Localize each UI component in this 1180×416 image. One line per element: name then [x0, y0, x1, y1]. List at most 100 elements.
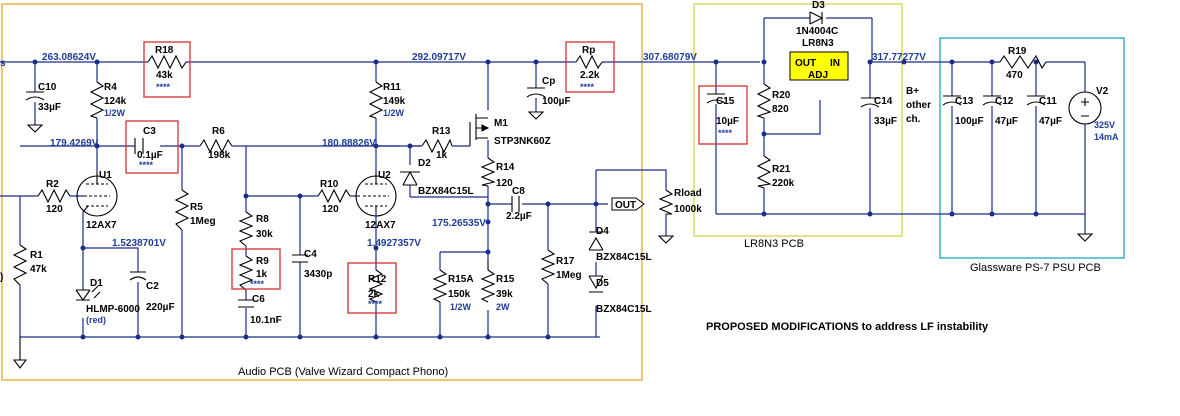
- value-c8: 2.2µF: [506, 211, 532, 222]
- label-r20: R20: [772, 90, 791, 101]
- audio-pcb-caption: Audio PCB (Valve Wizard Compact Phono): [238, 366, 448, 378]
- label-c3: C3: [143, 126, 156, 137]
- value-c11: 47µF: [1039, 116, 1062, 127]
- label-d5: D5: [596, 278, 609, 289]
- value-m1: STP3NK60Z: [494, 136, 551, 147]
- label-m1: M1: [494, 118, 508, 129]
- value-r6: 198k: [208, 150, 231, 161]
- value-u1: 12AX7: [86, 220, 117, 231]
- label-r21: R21: [772, 164, 791, 175]
- modification-highlights: [125, 41, 748, 314]
- value-c13: 100µF: [955, 116, 984, 127]
- label-c12: C12: [995, 96, 1014, 107]
- value-r13: 1k: [436, 150, 448, 161]
- lr8n3-pcb-caption: LR8N3 PCB: [744, 238, 804, 250]
- label-r9: R9: [256, 256, 269, 267]
- label-r18: R18: [155, 45, 174, 56]
- voltage-source-v2: [1068, 91, 1102, 125]
- label-rload: Rload: [674, 188, 702, 199]
- value-r14: 120: [496, 178, 513, 189]
- lr8n3-in-pin: IN: [830, 58, 840, 69]
- rating-r15: 2W: [496, 302, 510, 312]
- value-rp: 2.2k: [580, 70, 600, 81]
- net-label: 263.08624V: [42, 52, 96, 63]
- value-r4: 124k: [104, 96, 127, 107]
- note-d1: (red): [86, 315, 106, 325]
- net-label: 1.5238701V: [112, 238, 166, 249]
- value-r2: 120: [46, 204, 63, 215]
- value-c14: 33µF: [874, 116, 897, 127]
- net-label: 1.4927357V: [367, 238, 421, 249]
- label-v2: V2: [1096, 86, 1109, 97]
- value-rload: 1000k: [674, 204, 702, 215]
- label-c14: C14: [874, 96, 893, 107]
- label-cp: Cp: [542, 76, 555, 87]
- label-d4: D4: [596, 226, 609, 237]
- label-u1: U1: [99, 170, 112, 181]
- value-u2: 12AX7: [365, 220, 396, 231]
- label-r19: R19: [1008, 46, 1027, 57]
- net-labels: 263.08624V 292.09717V 307.68079V 317.772…: [42, 52, 926, 249]
- label-u2: U2: [378, 170, 391, 181]
- psu-pcb-caption: Glassware PS-7 PSU PCB: [970, 262, 1101, 274]
- label-r15a: R15A: [448, 274, 474, 285]
- rating-r4: 1/2W: [104, 108, 126, 118]
- value-r19: 470: [1006, 70, 1023, 81]
- mark-c15: ****: [718, 128, 733, 138]
- label-c10: C10: [38, 82, 57, 93]
- mark-r18: ****: [156, 82, 171, 92]
- net-label: 292.09717V: [412, 52, 466, 63]
- value-d4: BZX84C15L: [596, 252, 652, 263]
- audio-pcb-box: [1, 3, 643, 381]
- label-r13: R13: [432, 126, 451, 137]
- label-lr8n3: LR8N3: [802, 38, 834, 49]
- psu-pcb-box: [939, 37, 1125, 259]
- value-r9: 1k: [256, 269, 268, 280]
- mark-c3: ****: [139, 160, 154, 170]
- label-r12: R12: [368, 274, 387, 285]
- bplus-label-1: B+: [906, 86, 919, 97]
- value-r12: 2k: [368, 289, 380, 300]
- ground-symbols: [12, 111, 1094, 369]
- value-r15a: 150k: [448, 289, 471, 300]
- lr8n3-out-pin: OUT: [795, 58, 816, 69]
- label-d3: D3: [812, 0, 825, 11]
- value-r10: 120: [322, 204, 339, 215]
- value-c15: 10µF: [716, 116, 739, 127]
- value-c3: 0.1µF: [137, 150, 163, 161]
- value-r5: 1Meg: [190, 216, 216, 227]
- net-label: 175.26535V: [432, 218, 486, 229]
- net-label: 180.88826V: [322, 138, 376, 149]
- value-r21: 220k: [772, 178, 795, 189]
- label-r17: R17: [556, 256, 575, 267]
- mark-rp: ****: [580, 82, 595, 92]
- capacitors: [25, 87, 1046, 308]
- value-r11: 149k: [383, 96, 406, 107]
- net-label: 179.4269V: [50, 138, 99, 149]
- label-r10: R10: [320, 179, 339, 190]
- mosfet-m1: [469, 114, 490, 146]
- value-d3: 1N4004C: [796, 26, 838, 37]
- label-c6: C6: [252, 294, 265, 305]
- mark-r12: ****: [368, 299, 383, 309]
- value-v2: 325V: [1094, 120, 1115, 130]
- value-r8: 30k: [256, 229, 273, 240]
- label-r2: R2: [46, 179, 59, 190]
- junctions: [32, 59, 1039, 340]
- edge-fragment-top: s: [0, 58, 6, 69]
- value-c4: 3430p: [304, 269, 332, 280]
- label-r4: R4: [104, 82, 117, 93]
- value-r1: 47k: [30, 264, 47, 275]
- wires: [0, 17, 1086, 338]
- current-v2: 14mA: [1094, 132, 1119, 142]
- value-d1: HLMP-6000: [86, 304, 140, 315]
- rating-r15a: 1/2W: [450, 302, 472, 312]
- lr8n3-pcb-box: [693, 3, 903, 237]
- mark-r9: ****: [250, 279, 265, 289]
- label-r5: R5: [190, 202, 203, 213]
- label-c13: C13: [955, 96, 974, 107]
- net-label: 307.68079V: [643, 52, 697, 63]
- label-r8: R8: [256, 214, 269, 225]
- tube-u2: [355, 172, 397, 217]
